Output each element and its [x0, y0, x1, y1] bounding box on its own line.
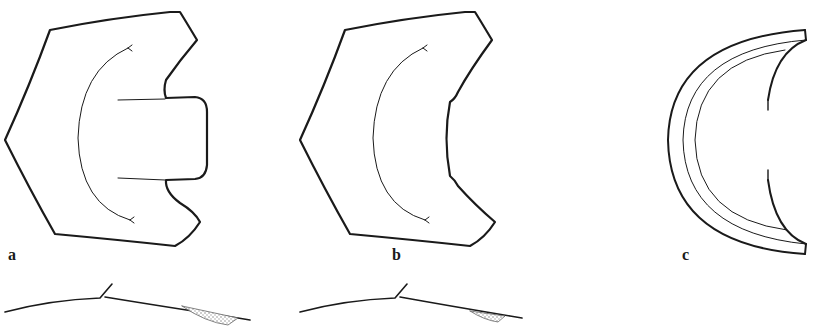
c-shape-with-tongue — [5, 12, 207, 246]
c-ring — [668, 30, 805, 254]
profile-line — [300, 284, 522, 318]
c-shape — [300, 12, 495, 246]
inner-line — [373, 48, 425, 220]
figure-letter: c — [682, 247, 689, 263]
inner-line — [78, 48, 130, 220]
figure-letter: a — [8, 247, 16, 263]
figure-letter: b — [392, 247, 401, 263]
